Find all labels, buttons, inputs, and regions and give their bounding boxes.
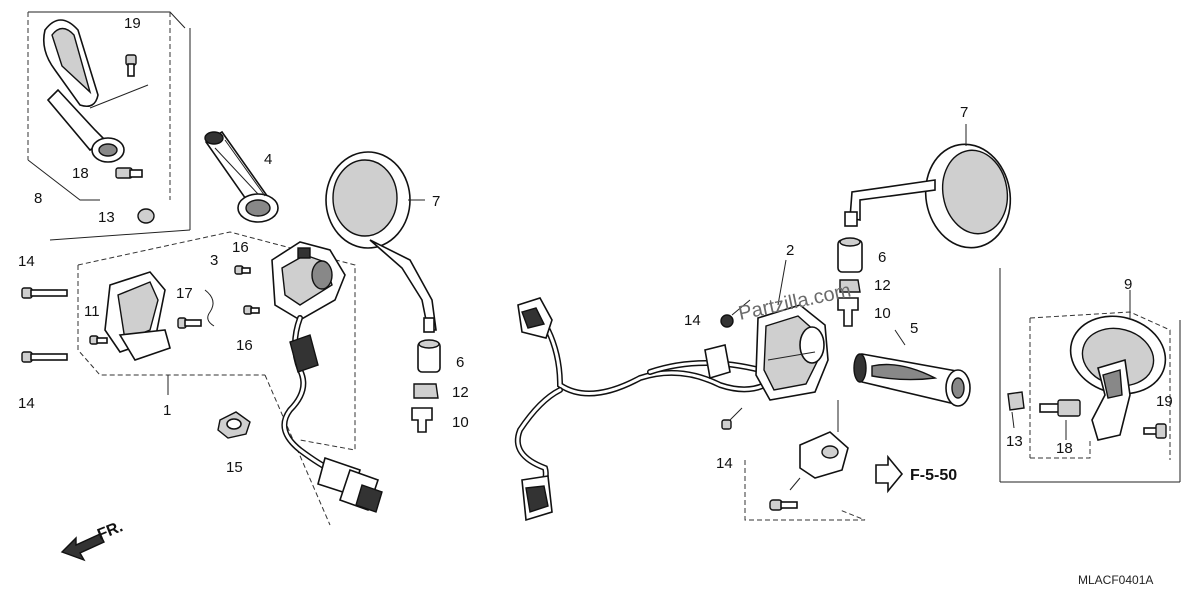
right-switch-2 bbox=[755, 304, 829, 401]
callout-15: 15 bbox=[226, 459, 243, 476]
reference-arrow bbox=[875, 454, 904, 494]
front-label: FR. bbox=[95, 518, 125, 543]
callout-1: 1 bbox=[163, 402, 171, 419]
callout-7: 7 bbox=[432, 193, 440, 210]
callout-16: 16 bbox=[232, 239, 249, 256]
callout-6: 6 bbox=[878, 249, 886, 266]
callout-16: 16 bbox=[236, 337, 253, 354]
callout-8: 8 bbox=[34, 190, 42, 207]
nut-12-right bbox=[839, 279, 861, 293]
callout-6: 6 bbox=[456, 354, 464, 371]
adapter-10-left bbox=[411, 407, 433, 433]
screw-17 bbox=[177, 317, 202, 329]
callout-5: 5 bbox=[910, 320, 918, 337]
clip-3 bbox=[204, 289, 215, 327]
nut-13-left bbox=[137, 208, 155, 224]
bar-end-mirror-right bbox=[1069, 315, 1167, 441]
callout-14: 14 bbox=[18, 395, 35, 412]
bolt-19-left bbox=[125, 54, 137, 77]
nut-13-right bbox=[1007, 391, 1025, 411]
screw-18-left bbox=[115, 167, 143, 179]
cap-6-left bbox=[417, 339, 441, 373]
callout-7: 7 bbox=[960, 104, 968, 121]
left-switch-assembly bbox=[271, 241, 346, 475]
group-9-frame bbox=[999, 268, 1181, 483]
callout-18: 18 bbox=[1056, 440, 1073, 457]
callout-14: 14 bbox=[716, 455, 733, 472]
nut-12-left bbox=[413, 383, 439, 399]
front-arrow: FR. bbox=[60, 518, 125, 562]
callout-19: 19 bbox=[124, 15, 141, 32]
screw-16-lower bbox=[243, 305, 260, 315]
screw-14-right-lower bbox=[721, 407, 743, 430]
callout-18: 18 bbox=[72, 165, 89, 182]
callout-13: 13 bbox=[98, 209, 115, 226]
screw-14-left-lower bbox=[21, 351, 68, 363]
cap-6-right bbox=[837, 237, 863, 273]
callout-17: 17 bbox=[176, 285, 193, 302]
lever-clamp bbox=[744, 400, 866, 521]
grip-5 bbox=[853, 353, 971, 407]
bolt-14-right-upper bbox=[720, 299, 751, 328]
diagram-code: MLACF0401A bbox=[1078, 573, 1153, 587]
bar-end-mirror-left bbox=[42, 19, 149, 163]
group-8-bracket bbox=[27, 11, 191, 241]
callout-4: 4 bbox=[264, 151, 272, 168]
right-switch-harness bbox=[514, 297, 773, 522]
mirror-7-left bbox=[325, 151, 437, 333]
callout-10: 10 bbox=[874, 305, 891, 322]
connector-left bbox=[317, 456, 383, 513]
callout-14: 14 bbox=[18, 253, 35, 270]
screw-18-right bbox=[1039, 399, 1081, 417]
callout-3: 3 bbox=[210, 252, 218, 269]
callout-12: 12 bbox=[452, 384, 469, 401]
grip-4 bbox=[204, 130, 279, 223]
callout-12: 12 bbox=[874, 277, 891, 294]
reference-label: F-5-50 bbox=[910, 467, 957, 484]
mirror-7-right bbox=[844, 143, 1012, 249]
callout-10: 10 bbox=[452, 414, 469, 431]
switch-housing-11 bbox=[104, 271, 171, 361]
callouts: 19 8 18 13 4 7 14 14 11 17 3 16 16 1 15 … bbox=[18, 15, 1173, 476]
callout-14: 14 bbox=[684, 312, 701, 329]
bolt-19-right bbox=[1143, 423, 1167, 439]
callout-13: 13 bbox=[1006, 433, 1023, 450]
screw-16-upper bbox=[234, 265, 251, 275]
callout-19: 19 bbox=[1156, 393, 1173, 410]
nut-15 bbox=[217, 411, 251, 439]
callout-2: 2 bbox=[786, 242, 794, 259]
screw-small-11 bbox=[89, 335, 108, 345]
adapter-10-right bbox=[837, 297, 859, 327]
leader-lines bbox=[777, 124, 1131, 440]
callout-11: 11 bbox=[84, 303, 100, 320]
callout-9: 9 bbox=[1124, 276, 1132, 293]
screw-14-left-upper bbox=[21, 287, 68, 299]
